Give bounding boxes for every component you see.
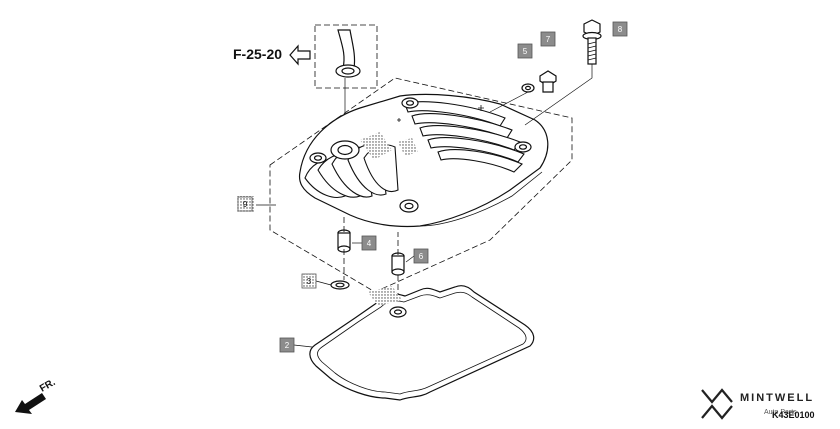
grommet-left [337, 229, 351, 253]
callout-9[interactable]: 9 [237, 196, 253, 212]
callout-4-label: 4 [367, 239, 372, 248]
callout-3[interactable]: 3 [301, 273, 317, 289]
flange-bolt-long [582, 19, 602, 65]
front-arrow-icon [15, 393, 46, 414]
sealing-washer [521, 83, 535, 93]
callout-7[interactable]: 7 [540, 31, 556, 47]
grommet-right [391, 252, 405, 276]
brand-tagline: Auto Parts [764, 409, 797, 416]
diagram-code: K43E0100 [772, 410, 815, 420]
brand-watermark: MINTWELL Auto Parts [701, 388, 814, 420]
flange-bolt-small [539, 70, 557, 93]
callout-6-label: 6 [419, 252, 424, 261]
center-mark-top [397, 118, 401, 122]
leader-8 [524, 64, 593, 126]
bolt-with-washer [330, 280, 350, 290]
callout-2[interactable]: 2 [279, 337, 295, 353]
callout-3-label: 3 [307, 277, 312, 286]
callout-5[interactable]: 5 [517, 43, 533, 59]
callout-2-label: 2 [285, 341, 290, 350]
assembly-boundary [269, 77, 573, 293]
cylinder-head-cover [298, 93, 549, 228]
brand-name: MINTWELL [740, 392, 814, 404]
head-cover-gasket [309, 285, 535, 401]
leader-callout-3 [315, 280, 332, 286]
reference-link[interactable]: F-25-20 [233, 44, 311, 66]
breather-hose [335, 29, 361, 78]
front-direction-indicator: FR. [15, 377, 58, 414]
callout-7-label: 7 [546, 35, 551, 44]
callout-5-label: 5 [523, 47, 528, 56]
leader-callout-6 [405, 255, 415, 263]
reference-label: F-25-20 [233, 46, 282, 62]
arrow-left-icon [289, 44, 311, 66]
breather-hose-box [314, 24, 378, 89]
center-mark-right [478, 105, 484, 111]
leader-5 [489, 91, 529, 113]
callout-6[interactable]: 6 [413, 248, 429, 264]
callout-4[interactable]: 4 [361, 235, 377, 251]
leader-callout-2 [293, 344, 313, 348]
brand-logo-icon [701, 388, 733, 420]
callout-8-label: 8 [618, 25, 623, 34]
callout-9-label: 9 [243, 200, 248, 209]
front-direction-label: FR. [38, 377, 58, 395]
callout-8[interactable]: 8 [612, 21, 628, 37]
